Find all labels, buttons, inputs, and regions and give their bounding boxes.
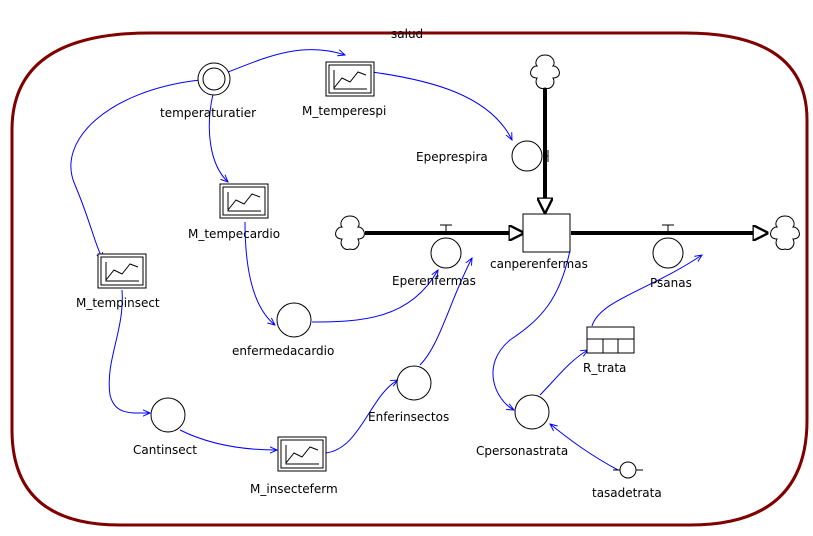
- aux-label-enfermedacardio: enfermedacardio: [232, 344, 334, 358]
- link-temp-to-mtemperespi: [227, 49, 345, 73]
- sector-boundary: [10, 31, 809, 527]
- flow-valve-epeprespira[interactable]: [511, 140, 549, 172]
- link-cpersonastrata-to-rtrata: [539, 350, 588, 396]
- link-stock-to-cpersonastrata: [492, 249, 571, 410]
- aux-enfermedacardio[interactable]: [276, 302, 312, 338]
- flow-label-eperenfermas: Eperenfermas: [392, 274, 476, 288]
- stock-label: canperenfermas: [490, 257, 588, 271]
- table-icon[interactable]: [586, 326, 635, 354]
- graph-label-minsecteferm: M_insecteferm: [250, 482, 338, 496]
- aux-enferinsectos[interactable]: [396, 365, 432, 401]
- link-cantinsect-to-minsecteferm: [179, 429, 277, 450]
- flow-pipes: [365, 88, 767, 233]
- flow-label-epeprespira: Epeprespira: [416, 150, 488, 164]
- constant-label-tasadetrata: tasadetrata: [592, 486, 662, 500]
- connectors: [70, 49, 702, 471]
- ghost-icon[interactable]: [197, 62, 231, 96]
- stock-box[interactable]: [522, 213, 571, 253]
- aux-label-cpersonastrata: Cpersonastrata: [476, 444, 568, 458]
- link-mtempinsect-to-cantinsect: [108, 289, 150, 413]
- link-minsecteferm-to-enferinsectos: [324, 380, 398, 454]
- link-tasadetrata-to-cpersonastrata: [550, 424, 619, 471]
- aux-label-enferinsectos: Enferinsectos: [368, 410, 449, 424]
- flow-valve-eperenfermas[interactable]: [430, 224, 462, 269]
- graph-icon[interactable]: [325, 61, 375, 97]
- sector-title: salud: [391, 27, 423, 41]
- aux-label-temperaturatier: temperaturatier: [160, 106, 256, 120]
- link-temp-to-mtempinsect: [70, 79, 201, 260]
- graph-icon[interactable]: [277, 436, 327, 472]
- table-label-rtrata: R_trata: [583, 361, 626, 375]
- graph-icon[interactable]: [97, 253, 147, 289]
- flow-label-psanas: Psanas: [650, 276, 692, 290]
- graph-icon[interactable]: [219, 183, 269, 219]
- link-mtemperespi-to-epeprespira: [371, 71, 512, 140]
- cloud-icon: [770, 215, 800, 250]
- link-temp-to-mtempecardio: [208, 93, 228, 182]
- link-enfermeda-to-eperenfermas: [311, 270, 438, 323]
- graph-label-mtempecardio: M_tempecardio: [188, 227, 280, 241]
- cloud-icon: [335, 215, 365, 250]
- graph-label-mtempinsect: M_tempinsect: [76, 296, 160, 310]
- aux-cantinsect[interactable]: [150, 397, 186, 433]
- cloud-icon: [530, 54, 560, 89]
- aux-label-cantinsect: Cantinsect: [133, 443, 197, 457]
- link-rtrata-to-psanas: [591, 255, 702, 327]
- link-mtempecardio-to-enfermeda: [244, 221, 275, 325]
- aux-cpersonastrata[interactable]: [514, 394, 550, 430]
- graph-label-mtemperespi: M_temperespi: [302, 104, 386, 118]
- link-enferinsectos-to-eperenfermas: [419, 258, 472, 366]
- constant-tasadetrata[interactable]: [613, 461, 643, 479]
- flow-valve-psanas[interactable]: [652, 224, 684, 269]
